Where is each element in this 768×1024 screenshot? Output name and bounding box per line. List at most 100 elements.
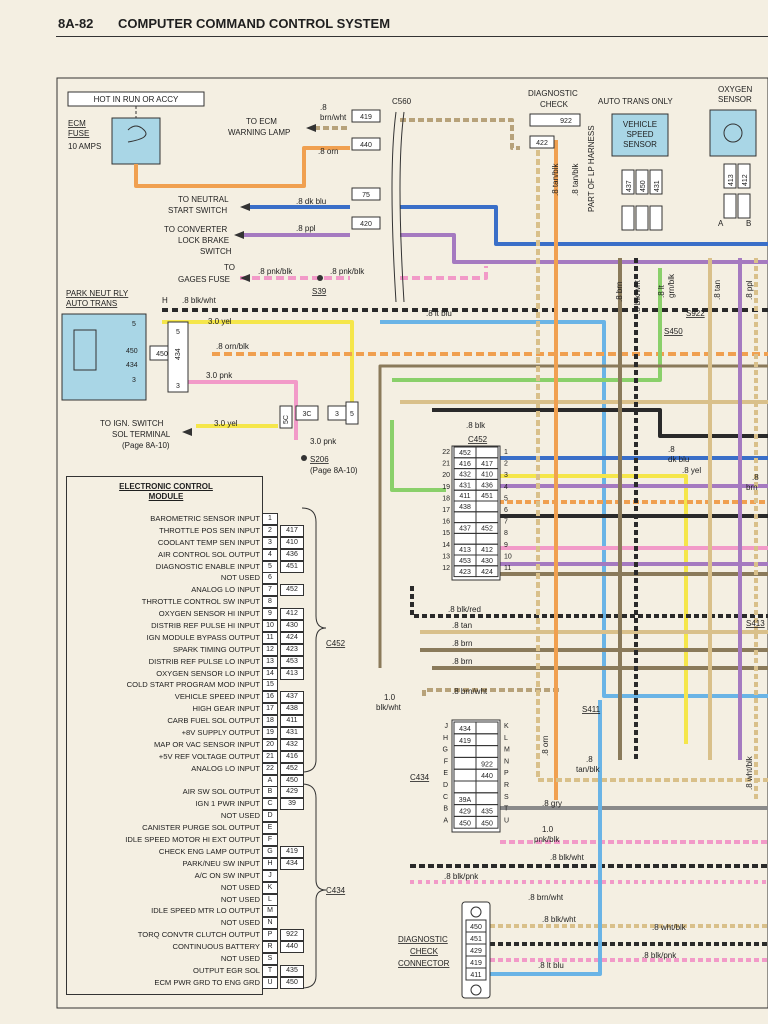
arrow-ecm bbox=[306, 124, 316, 132]
wire-label-w16: .8 brn bbox=[615, 282, 624, 302]
oxy-2: SENSOR bbox=[718, 95, 752, 104]
ecm-c434-tag: C434 bbox=[326, 886, 346, 895]
vss-2: SPEED bbox=[626, 130, 653, 139]
wire-pnk-blk bbox=[240, 266, 488, 280]
wire-dk-blu bbox=[246, 205, 768, 246]
c434-right-pin: U bbox=[504, 817, 509, 824]
c452-right-pin: 8 bbox=[504, 530, 508, 537]
ecm-pin-number: T bbox=[262, 964, 278, 977]
wire-label-w33: .8 gry bbox=[542, 799, 562, 808]
ecm-pin-number: 22 bbox=[262, 762, 278, 775]
c434-circuit: 440 bbox=[481, 773, 493, 780]
ecm-pin-number: S bbox=[262, 952, 278, 965]
ecm-pin-number: 5 bbox=[262, 560, 278, 573]
c434-right-pin: S bbox=[504, 794, 509, 801]
ign-2: SOL TERMINAL bbox=[112, 430, 171, 439]
ecm-circuit-number: 450 bbox=[280, 774, 304, 787]
conv-1: TO CONVERTER bbox=[164, 225, 227, 234]
c452-right-pin: 6 bbox=[504, 507, 508, 514]
wire-yel-2 bbox=[498, 474, 688, 744]
c434-circuit: 429 bbox=[459, 809, 471, 816]
ecm-pin-function: HIGH GEAR INPUT bbox=[192, 704, 260, 714]
ecm-fuse-label-1: ECM bbox=[68, 119, 86, 128]
c452-right-pin: 11 bbox=[504, 565, 511, 572]
ecm-circuit-number: 429 bbox=[280, 786, 304, 799]
hot-in-run-label: HOT IN RUN OR ACCY bbox=[94, 95, 179, 104]
pc-5: 5 bbox=[176, 329, 180, 336]
c452-left-pin: 16 bbox=[442, 519, 450, 526]
ecm-pin-function: DIAGNOSTIC ENABLE INPUT bbox=[155, 561, 260, 571]
arrow-ign bbox=[182, 428, 192, 436]
park-relay-2: AUTO TRANS bbox=[66, 299, 117, 308]
ecm-title: ELECTRONIC CONTROL MODULE bbox=[106, 482, 226, 502]
wire-label-w8: 3.0 yel bbox=[208, 317, 232, 326]
ckt-422: 422 bbox=[536, 140, 548, 147]
c434-left-pin: F bbox=[444, 758, 448, 765]
ckt-box-419 bbox=[351, 109, 381, 123]
page-title: COMPUTER COMMAND CONTROL SYSTEM bbox=[118, 16, 391, 31]
ecm-circuit-number: 434 bbox=[280, 857, 304, 870]
c452-right-pin: 10 bbox=[504, 553, 512, 560]
ecm-pin-function: BAROMETRIC SENSOR INPUT bbox=[150, 514, 260, 523]
gages-1: TO bbox=[224, 263, 235, 272]
ckt-box-922 bbox=[529, 113, 581, 127]
ecm-fuse-amps: 10 AMPS bbox=[68, 142, 101, 151]
relay-pin-434: 434 bbox=[126, 362, 138, 369]
c434-circuit: 450 bbox=[481, 820, 493, 827]
fuse-symbol bbox=[127, 125, 147, 143]
wire-label-w29: 1.0 bbox=[384, 693, 396, 702]
o2-pin-413: 413 bbox=[728, 174, 735, 186]
ecm-circuit-number: 432 bbox=[280, 738, 304, 751]
c434-right-pin: P bbox=[504, 770, 509, 777]
page-header: 8A-82 COMPUTER COMMAND CONTROL SYSTEM bbox=[0, 0, 768, 40]
c452-right-pin: 2 bbox=[504, 461, 508, 468]
splice-5-box bbox=[345, 401, 359, 425]
wire-label-w15: .8 tan/blk bbox=[571, 163, 580, 196]
ecm-pin-number: B bbox=[262, 786, 278, 799]
arrow-gages bbox=[240, 274, 250, 282]
ecm-circuit-number: 416 bbox=[280, 750, 304, 763]
vss-box bbox=[611, 113, 669, 157]
c434-circuit: 450 bbox=[459, 820, 471, 827]
ecm-pin-number: 13 bbox=[262, 655, 278, 668]
c452-left-pin: 22 bbox=[442, 449, 450, 456]
wire-label-w31: .8 orn bbox=[541, 736, 550, 756]
wire-label-w39: .8 wht/blk bbox=[652, 923, 687, 932]
dlc-mount-top bbox=[470, 906, 482, 918]
c452-right-pin: 5 bbox=[504, 495, 508, 502]
ecm-pin-number: K bbox=[262, 881, 278, 894]
wire-label-w3: .8 dk blu bbox=[296, 197, 326, 206]
ecm-fuse-block bbox=[111, 117, 161, 165]
s922-label: S922 bbox=[686, 309, 705, 318]
ecm-title-2: MODULE bbox=[148, 492, 184, 501]
wire-label-w13: .8 lt blu bbox=[426, 309, 452, 318]
c452-circuit: 452 bbox=[459, 450, 471, 457]
c434-circuit: 922 bbox=[481, 761, 493, 768]
wire-orn-fuse bbox=[134, 146, 350, 188]
ecm-pin-number: 14 bbox=[262, 667, 278, 680]
ecm-pin-number: R bbox=[262, 941, 278, 954]
c452-right-pin: 3 bbox=[504, 472, 508, 479]
wire-label-w30: .8 brn/wht bbox=[452, 687, 488, 696]
ecm-circuit-number: 451 bbox=[280, 560, 304, 573]
c452-label: C452 bbox=[468, 435, 488, 444]
ckt-440: 440 bbox=[360, 142, 372, 149]
wire-label-w24: .8 bbox=[752, 473, 759, 482]
ecm-pin-number: 3 bbox=[262, 536, 278, 549]
c452-right-pin: 7 bbox=[504, 519, 508, 526]
ecm-pin-number: P bbox=[262, 929, 278, 942]
c452-circuit: 438 bbox=[459, 504, 471, 511]
wire-label-w18b: grn/blk bbox=[667, 273, 676, 298]
